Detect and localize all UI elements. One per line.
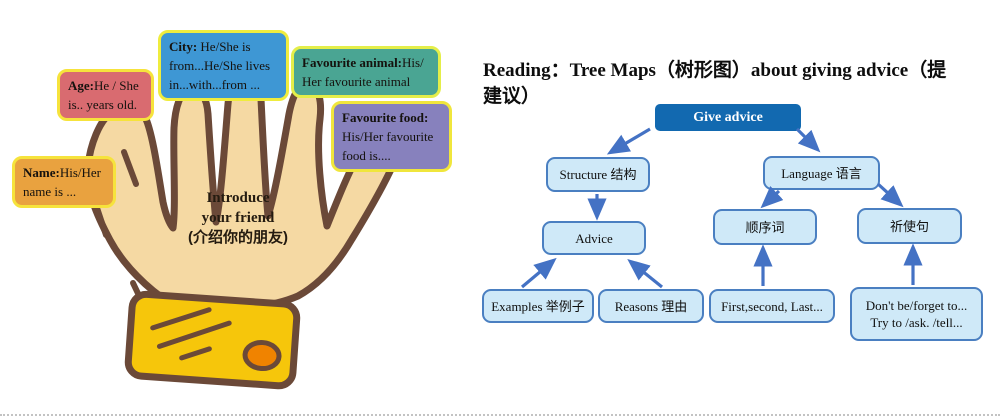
finger-label-food: Favourite food: His/Her favourite food i… <box>331 101 452 172</box>
imperative-example-line1: Don't be/forget to... <box>865 298 968 313</box>
hand-center-line2: your friend <box>201 210 275 226</box>
page-bottom-edge <box>0 414 1000 416</box>
finger-label-body: His/Her favourite food is.... <box>342 129 434 163</box>
tree-node-imperatives: 祈使句 <box>857 208 962 244</box>
arrow-language-sequence <box>760 185 784 209</box>
hand-center-line3: (介绍你的朋友) <box>188 229 288 246</box>
finger-label-animal: Favourite animal:His/ Her favourite anim… <box>291 46 441 98</box>
hand-center-label: Introduce your friend (介绍你的朋友) <box>152 188 324 248</box>
tree-map-title: Reading：Tree Maps（树形图）about giving advic… <box>483 60 947 107</box>
arrow-language-imperative <box>876 182 904 208</box>
tree-node-give-advice: Give advice <box>655 104 801 131</box>
tree-node-structure: Structure 结构 <box>546 157 650 192</box>
tree-node-reasons: Reasons 理由 <box>598 289 704 323</box>
finger-label-city: City: He/She is from...He/She lives in..… <box>158 30 289 101</box>
arrow-examples-advice <box>520 257 557 289</box>
finger-label-title: Name: <box>23 165 60 180</box>
cuff-button <box>242 340 282 372</box>
tree-node-examples: Examples 举例子 <box>482 289 594 323</box>
tree-node-advice: Advice <box>542 221 646 255</box>
finger-label-body: His/Her name is ... <box>23 165 101 199</box>
finger-label-name: Name:His/Her name is ... <box>12 156 116 208</box>
thumb-crease <box>121 149 139 187</box>
finger-label-title: Favourite animal: <box>302 55 403 70</box>
arrow-root-language <box>795 127 821 153</box>
tree-node-imperative-examples: Don't be/forget to... Try to /ask. /tell… <box>850 287 983 341</box>
imperative-example-line2: Try to /ask. /tell... <box>870 315 963 330</box>
finger-label-title: City: <box>169 39 198 54</box>
sleeve-cuff <box>124 290 301 390</box>
hand-illustration <box>84 65 401 390</box>
tree-node-sequence-examples: First,second, Last... <box>709 289 835 323</box>
finger-label-age: Age:He / She is.. years old. <box>57 69 154 121</box>
tree-node-language: Language 语言 <box>763 156 880 190</box>
finger-label-body: He/She is from...He/She lives in...with.… <box>169 39 271 92</box>
finger-label-body: He / She is.. years old. <box>68 78 139 112</box>
finger-label-body: His/ Her favourite animal <box>302 55 424 89</box>
thumb-crease <box>94 205 109 238</box>
finger-label-title: Favourite food: <box>342 110 429 125</box>
tree-node-sequence-words: 顺序词 <box>713 209 817 245</box>
arrow-reasons-advice <box>627 258 664 289</box>
arrow-root-structure <box>606 127 651 155</box>
finger-label-title: Age: <box>68 78 94 93</box>
hand-center-line1: Introduce <box>206 190 270 206</box>
